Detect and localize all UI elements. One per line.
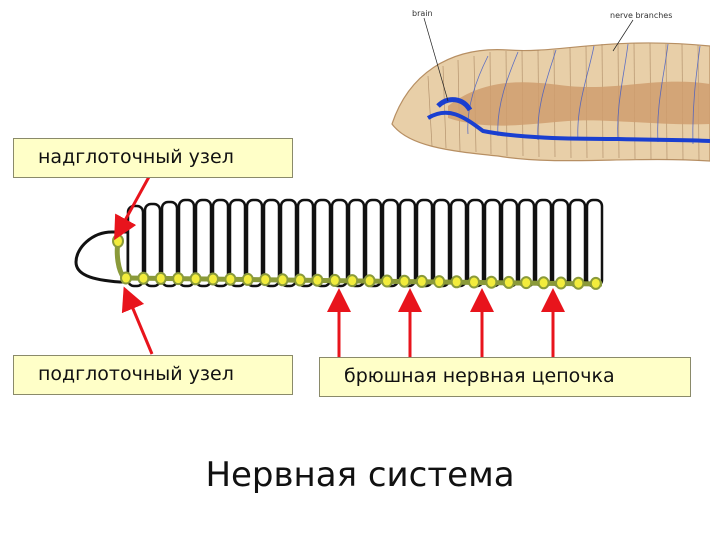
ganglion: [382, 276, 392, 287]
ganglion-subesophageal: [121, 273, 131, 284]
ganglion: [138, 273, 148, 284]
ganglion: [539, 277, 549, 288]
worm-segment: [366, 200, 381, 286]
worm-segment: [315, 200, 330, 286]
ganglion: [347, 275, 357, 286]
worm-segment: [298, 200, 313, 286]
ganglion: [504, 277, 514, 288]
ganglion-supraesophageal: [113, 235, 123, 247]
ganglion: [399, 276, 409, 287]
ganglion: [278, 274, 288, 285]
worm-segment: [468, 200, 483, 286]
worm-segment: [349, 200, 364, 286]
ganglion: [260, 274, 270, 285]
worm-segment: [485, 200, 500, 286]
ganglion: [417, 276, 427, 287]
worm-segment: [502, 200, 517, 286]
ganglion: [591, 278, 601, 289]
worm-segment: [451, 200, 466, 286]
worm-segment: [570, 200, 585, 286]
worm-segment: [587, 200, 602, 286]
ganglion: [225, 274, 235, 285]
ganglion: [156, 273, 166, 284]
worm-segment: [536, 200, 551, 286]
ganglion: [208, 274, 218, 285]
label-subesophageal-ganglion: подглоточный узел: [13, 355, 293, 395]
worm-segment: [332, 200, 347, 286]
ganglion: [486, 277, 496, 288]
label-ventral-nerve-cord: брюшная нервная цепочка: [319, 357, 691, 397]
worm-segment: [281, 200, 296, 286]
worm-segment: [383, 200, 398, 286]
ganglion: [295, 275, 305, 286]
ganglion: [191, 273, 201, 284]
worm-segment: [400, 200, 415, 286]
ganglion: [173, 273, 183, 284]
worm-segment: [553, 200, 568, 286]
worm-segment: [434, 200, 449, 286]
worm-segment: [417, 200, 432, 286]
ganglion: [452, 276, 462, 287]
ganglion: [521, 277, 531, 288]
ganglion: [243, 274, 253, 285]
ganglion: [330, 275, 340, 286]
arrow-subesophageal: [126, 292, 152, 354]
slide-title: Нервная система: [0, 455, 720, 495]
ganglion: [573, 278, 583, 289]
ganglion: [312, 275, 322, 286]
worm-segment: [264, 200, 279, 286]
label-supraesophageal-ganglion: надглоточный узел: [13, 138, 293, 178]
ganglion: [469, 277, 479, 288]
worm-segment: [519, 200, 534, 286]
ganglion: [365, 275, 375, 286]
ganglion: [434, 276, 444, 287]
ganglion: [556, 278, 566, 289]
